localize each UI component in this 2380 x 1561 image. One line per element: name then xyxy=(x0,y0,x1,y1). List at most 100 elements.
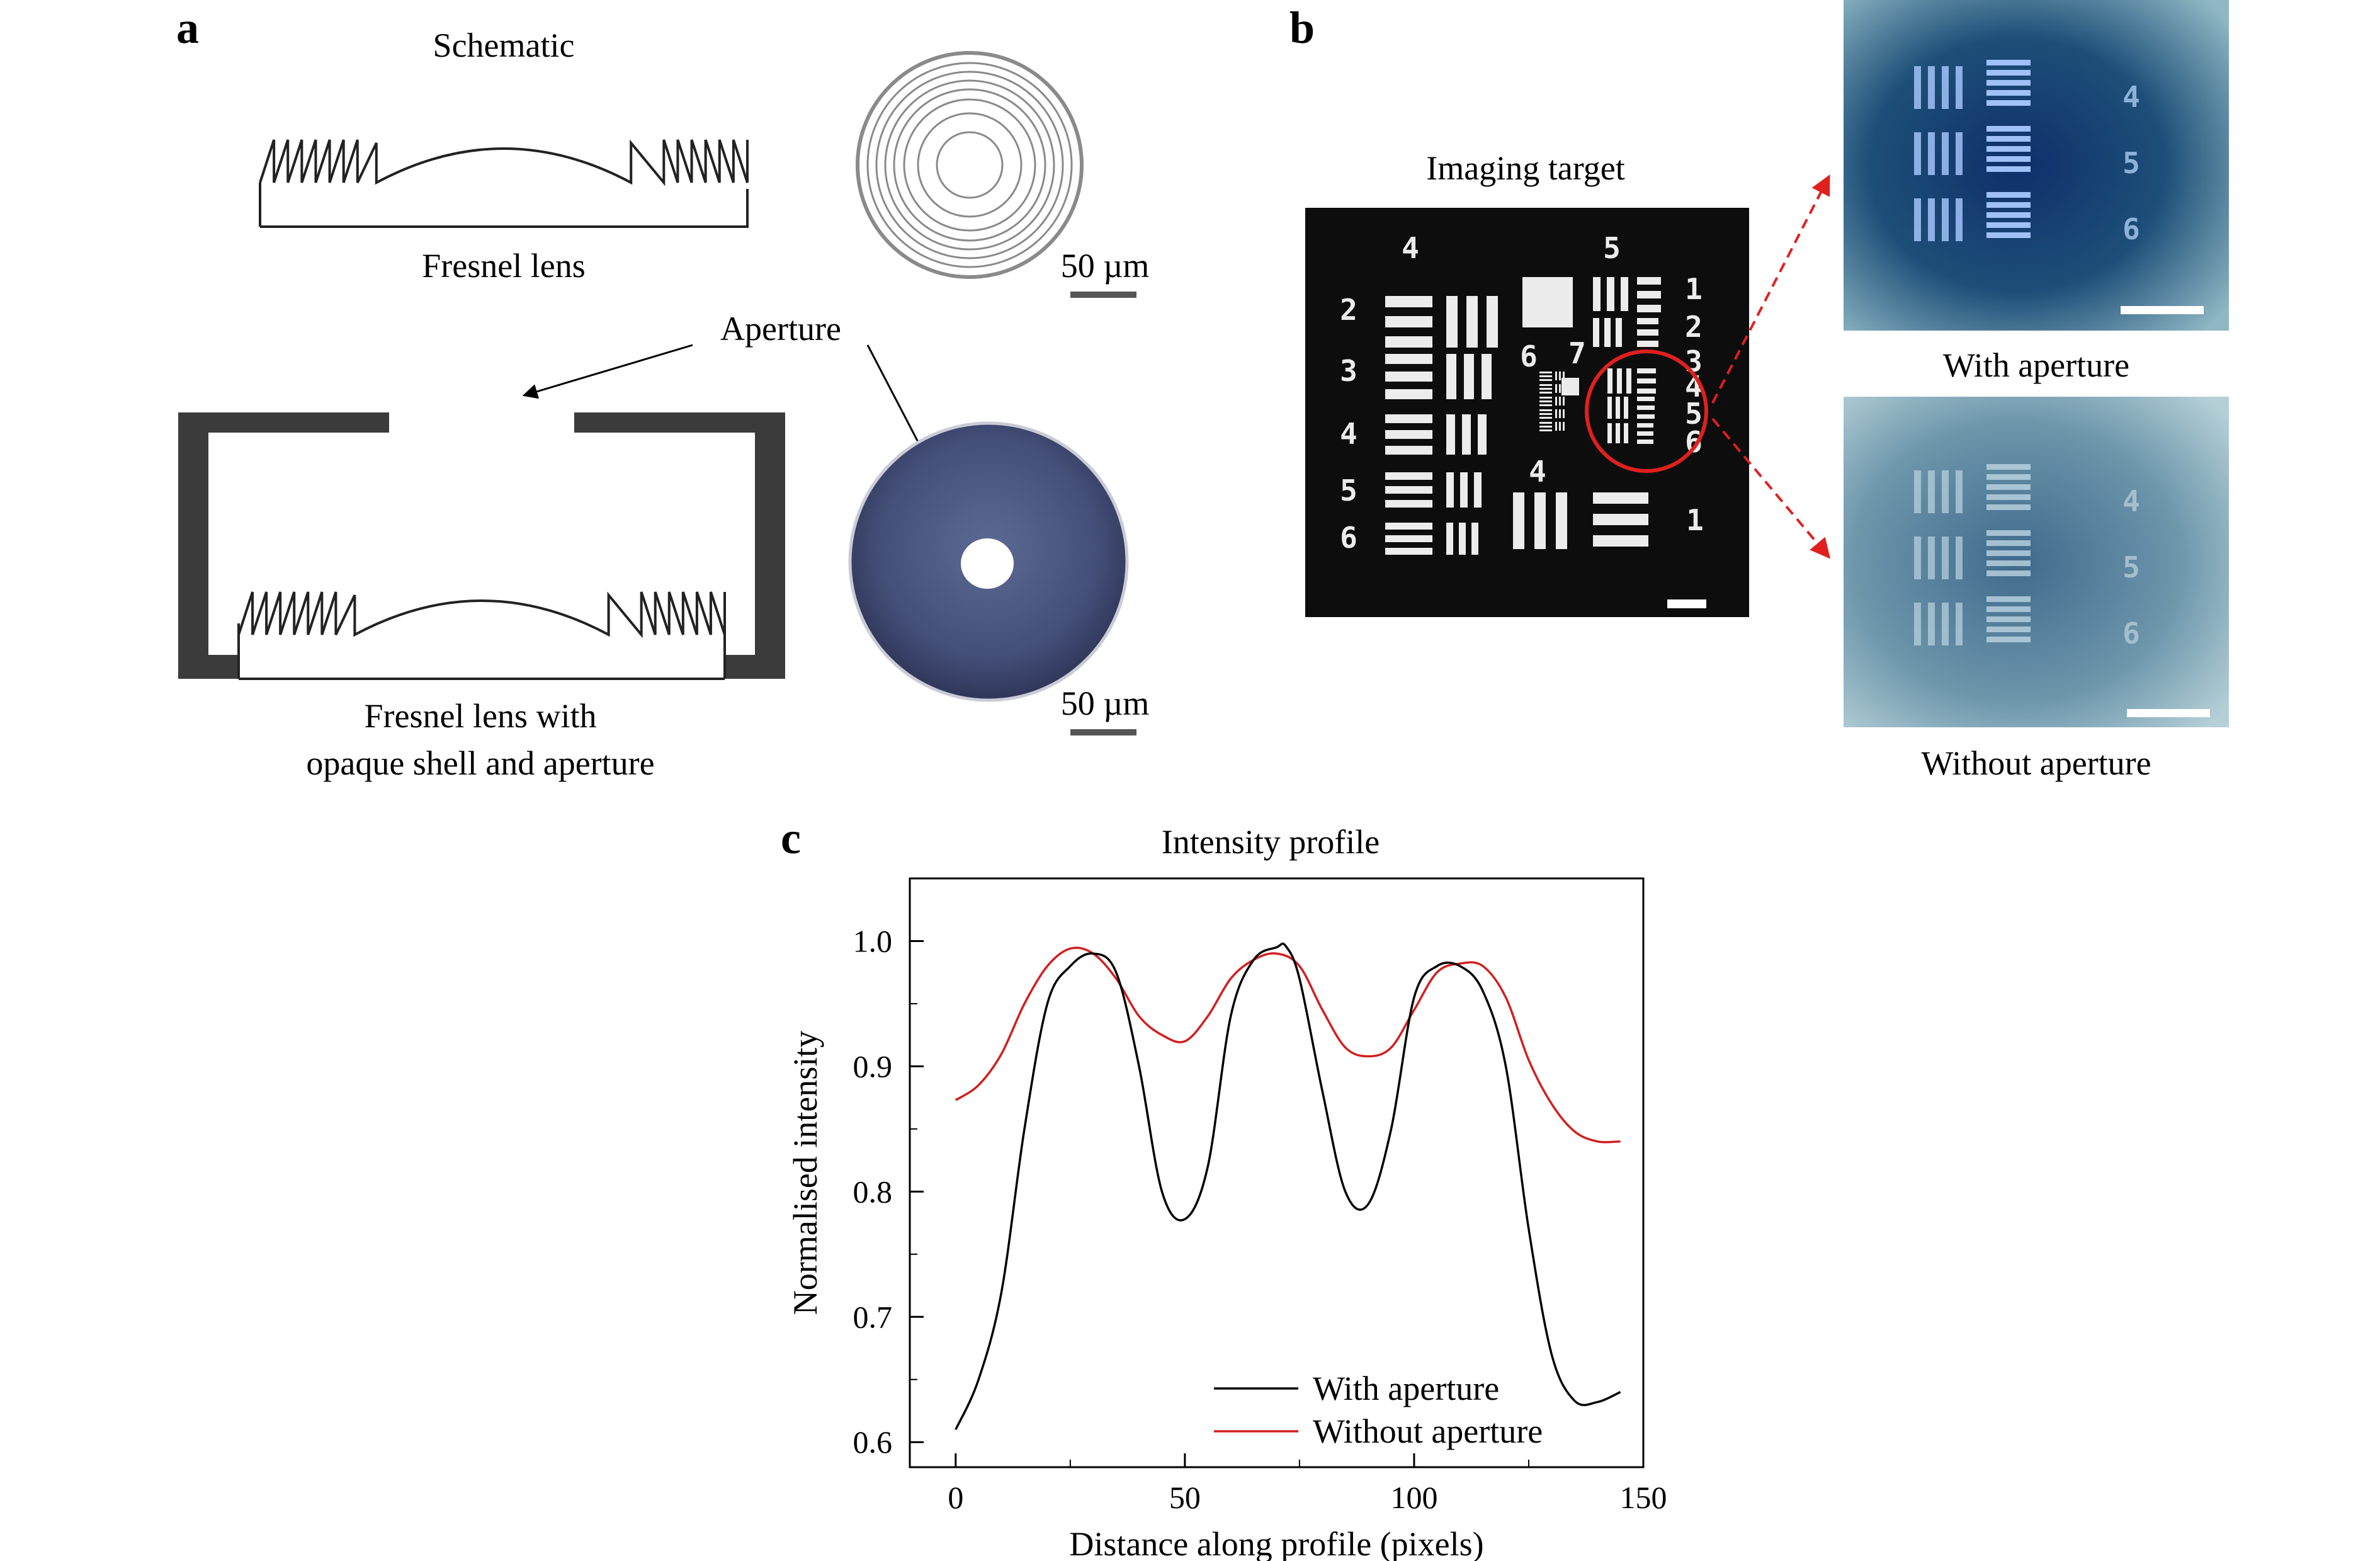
target-bar xyxy=(1637,277,1661,285)
target-bar xyxy=(1563,422,1565,431)
target-bar xyxy=(1539,379,1552,381)
fresnel-lens-in-shell xyxy=(237,591,726,680)
target-bar xyxy=(1593,514,1648,525)
target-bar xyxy=(1637,414,1655,419)
crop2-number-5: 5 xyxy=(2122,550,2140,584)
y-tick-label: 1.0 xyxy=(853,923,893,958)
target-bar xyxy=(1539,397,1552,399)
legend-label-0: With aperture xyxy=(1313,1370,1499,1407)
crop-bar xyxy=(1914,536,1921,579)
aperture-micrograph xyxy=(848,421,1129,702)
panel-c-label: c xyxy=(781,813,801,863)
crop-bar xyxy=(1986,156,2031,162)
imaging-target-title: Imaging target xyxy=(1426,149,1624,187)
series-line-1 xyxy=(955,946,1621,1144)
crop-bar xyxy=(1942,536,1949,579)
crop-bar xyxy=(1942,198,1949,241)
scale-bar-top xyxy=(1070,292,1136,298)
crop-bar xyxy=(1986,560,2031,566)
crop1-number-5: 5 xyxy=(2122,146,2140,180)
crop-bar xyxy=(1986,627,2031,632)
target-bar xyxy=(1539,372,1552,373)
target-bar xyxy=(1385,486,1432,494)
crop-bar xyxy=(1986,596,2031,602)
crop-bar xyxy=(1928,198,1935,241)
target-group-4: 4 xyxy=(1402,231,1419,265)
crop-bar xyxy=(1986,616,2031,622)
target-bar xyxy=(1559,384,1561,393)
target-bar xyxy=(1555,384,1557,393)
target-bar xyxy=(1555,422,1557,431)
target-right-5: 5 xyxy=(1685,397,1703,431)
target-bar xyxy=(1539,400,1552,402)
plot-frame xyxy=(909,877,1645,1468)
crop-bar xyxy=(1914,198,1921,241)
crop-bar xyxy=(1986,70,2031,76)
crop-bar xyxy=(1914,603,1921,645)
target-background xyxy=(1305,208,1749,617)
crop-bar xyxy=(1928,132,1935,175)
target-small-square xyxy=(1561,378,1579,395)
aperture-label: Aperture xyxy=(720,310,841,348)
series-line-0 xyxy=(955,942,1621,1431)
panel-b: b Imaging target 4 5 2 3 4 5 6 1 2 3 4 5… xyxy=(1289,0,2229,782)
target-bar xyxy=(1464,354,1474,399)
without-aperture-caption: Without aperture xyxy=(1921,744,2151,782)
crop-bar xyxy=(1986,474,2031,480)
legend-label-1: Without aperture xyxy=(1313,1412,1543,1450)
crop-bars-without xyxy=(1914,464,2031,645)
fresnel-lens-profile xyxy=(259,139,749,186)
target-bar xyxy=(1563,397,1565,406)
target-bar xyxy=(1604,318,1611,347)
target-bar xyxy=(1446,414,1455,455)
target-bar xyxy=(1539,375,1552,377)
crop-bars-with xyxy=(1914,60,2031,241)
shell-caption-line1: Fresnel lens with xyxy=(365,697,597,735)
crop-bar xyxy=(1986,232,2031,238)
target-bar xyxy=(1385,430,1432,439)
crop-bar xyxy=(1986,126,2031,132)
crop2-scale-bar xyxy=(2127,709,2210,717)
crop-bar xyxy=(1986,192,2031,198)
crop-bar xyxy=(1986,504,2031,510)
fresnel-lens-profile-shell xyxy=(237,591,726,639)
crop-bar xyxy=(1986,90,2031,96)
target-bar xyxy=(1385,500,1432,508)
target-bar xyxy=(1478,414,1487,455)
target-bar xyxy=(1474,472,1482,508)
x-tick-label: 0 xyxy=(948,1480,963,1515)
target-bar xyxy=(1466,296,1478,348)
target-bar xyxy=(1637,318,1658,324)
with-aperture-caption: With aperture xyxy=(1943,346,2129,384)
target-bar xyxy=(1616,318,1622,347)
target-bar xyxy=(1559,372,1561,380)
crop-bar xyxy=(1986,100,2031,106)
target-bar xyxy=(1539,388,1552,390)
crop-bar xyxy=(1928,470,1935,513)
crop-bar xyxy=(1956,66,1963,109)
target-bar xyxy=(1385,389,1432,399)
crop-bar xyxy=(1956,603,1963,645)
target-bar xyxy=(1637,406,1655,410)
x-tick-label: 100 xyxy=(1390,1480,1437,1515)
resolution-target: 4 5 2 3 4 5 6 1 2 3 4 5 6 6 7 4 1 xyxy=(1305,208,1749,617)
crop-bar xyxy=(1986,570,2031,576)
target-scale-bar xyxy=(1667,599,1706,608)
crop-bar xyxy=(1986,530,2031,536)
target-bar xyxy=(1593,492,1648,504)
panel-b-label: b xyxy=(1289,3,1315,53)
schematic-title: Schematic xyxy=(433,26,575,64)
crop-bar xyxy=(1986,494,2031,500)
crop1-number-6: 6 xyxy=(2122,212,2140,246)
target-square xyxy=(1522,277,1573,327)
target-bar xyxy=(1460,472,1468,508)
panel-a: a Schematic Fresnel lens 50 µm Aperture xyxy=(176,3,1149,782)
aperture-arrow-left xyxy=(522,344,693,399)
target-bar xyxy=(1513,492,1524,549)
scale-label-top: 50 µm xyxy=(1061,247,1150,285)
crop-bar xyxy=(1928,603,1935,645)
target-bar xyxy=(1446,472,1454,508)
scale-bar-bottom xyxy=(1070,729,1136,735)
target-bar xyxy=(1563,409,1565,418)
